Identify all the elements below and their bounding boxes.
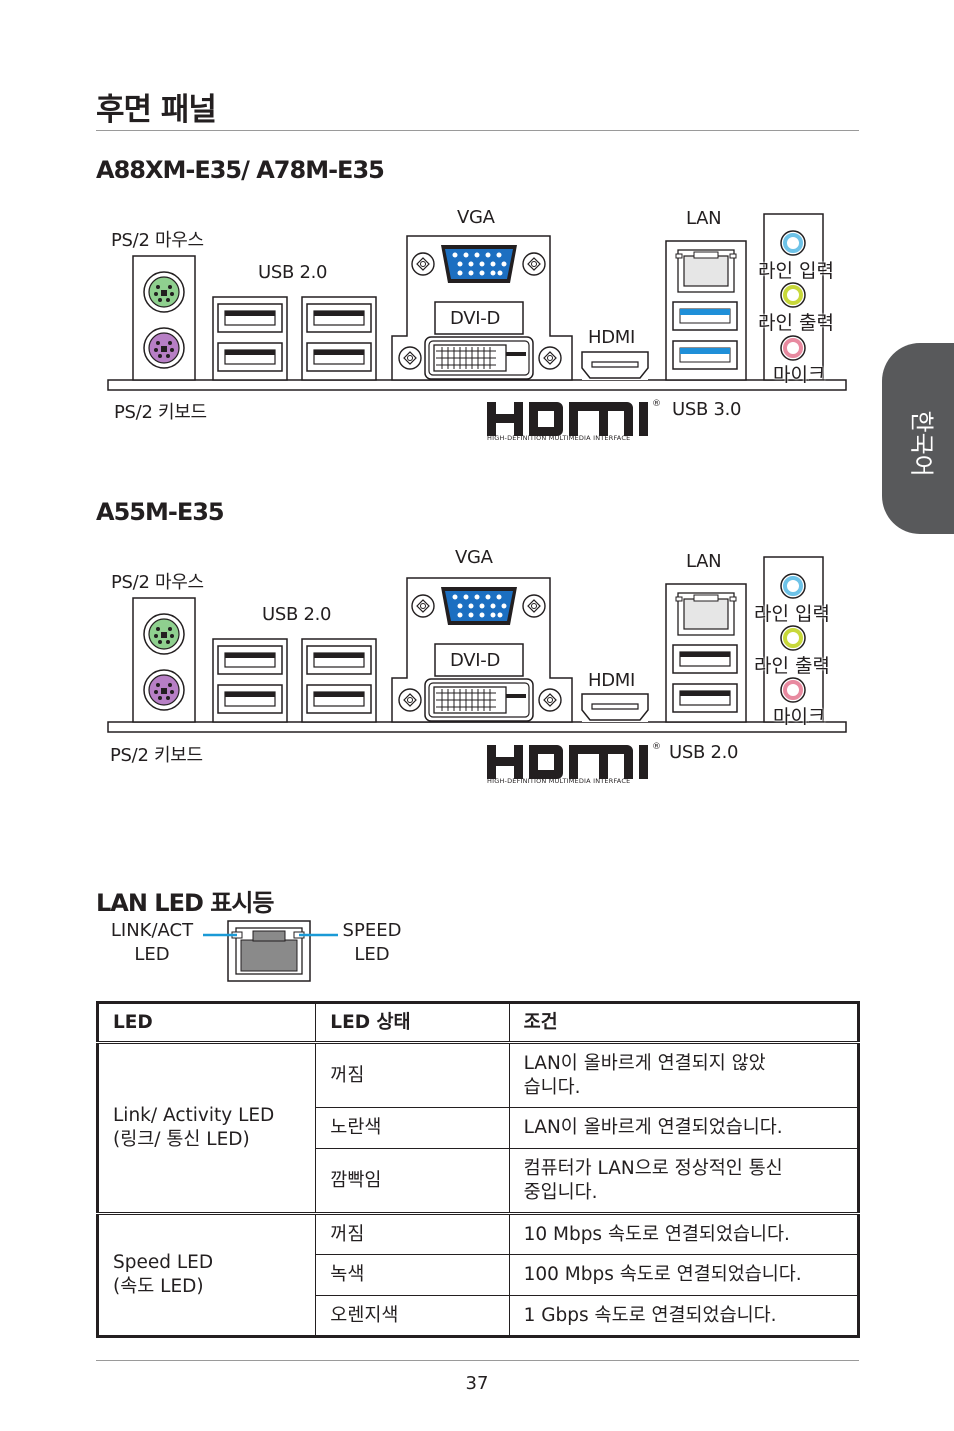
speed-led-cell: Speed LED (속도 LED) [96,1212,317,1337]
condition-cell: LAN이 올바르게 연결되지 않았 습니다. [508,1042,860,1108]
condition-line: 컴퓨터가 LAN으로 정상적인 통신 [523,1157,783,1179]
condition-cell: 10 Mbps 속도로 연결되었습니다. [508,1212,860,1255]
condition-line: 중입니다. [523,1181,598,1203]
lan-led-diagram [203,920,338,982]
table-row: Link/ Activity LED (링크/ 통신 LED) 꺼짐 LAN이 … [96,1042,860,1214]
hdmi-logo [487,402,648,436]
lan-led-table: LED LED 상태 조건 Link/ Activity LED (링크/ 통신… [96,1001,860,1338]
speed-led-name-ko: (속도 LED) [113,1276,204,1297]
language-side-tab[interactable]: 한국어 [882,343,954,534]
condition-cell: LAN이 올바르게 연결되었습니다. [508,1107,860,1149]
label-ps2-keyboard: PS/2 키보드 [114,402,207,423]
section-title-a88xm: A88XM-E35/ A78M-E35 [96,156,385,184]
speed-led-label: SPEED LED [336,919,408,967]
speed-label-line1: SPEED [342,920,402,941]
label-vga: VGA [455,547,493,568]
section-title-a55m: A55M-E35 [96,498,225,526]
label-hdmi: HDMI [588,670,636,691]
speed-label-line2: LED [354,944,390,965]
link-activity-led-cell: Link/ Activity LED (링크/ 통신 LED) [96,1042,317,1214]
label-usb-bottom: USB 2.0 [669,742,739,763]
header-condition: 조건 [508,1002,860,1044]
page-number: 37 [465,1373,489,1394]
label-line-out: 라인 출력 [758,312,834,334]
speed-led-name: Speed LED [113,1252,214,1273]
hdmi-tagline-2: HIGH-DEFINITION MULTIMEDIA INTERFACE [487,777,631,785]
label-line-in: 라인 입력 [758,260,834,282]
link-act-label-line2: LED [134,944,170,965]
condition-cell: 1 Gbps 속도로 연결되었습니다. [508,1295,860,1337]
table-row: 녹색 100 Mbps 속도로 연결되었습니다. [98,1254,860,1296]
label-ps2-mouse: PS/2 마우스 [111,572,204,593]
label-ps2-mouse: PS/2 마우스 [111,230,204,251]
condition-line: LAN이 올바르게 연결되지 않았 [523,1052,766,1074]
link-act-label-line1: LINK/ACT [110,920,194,941]
label-line-out: 라인 출력 [754,655,830,677]
table-row: 오렌지색 1 Gbps 속도로 연결되었습니다. [98,1295,860,1337]
ps2-mouse-port-icon [143,271,185,313]
hdmi-tagline-1: HIGH-DEFINITION MULTIMEDIA INTERFACE [487,434,631,442]
table-row: 깜빡임 컴퓨터가 LAN으로 정상적인 통신 중입니다. [98,1148,860,1214]
hdmi-reg-2: ® [652,742,661,752]
title-rule [96,130,859,131]
label-usb-bottom: USB 3.0 [672,399,742,420]
state-cell: 오렌지색 [315,1295,510,1337]
link-activity-led-name-ko: (링크/ 통신 LED) [113,1129,250,1150]
condition-cell: 100 Mbps 속도로 연결되었습니다. [508,1254,860,1296]
state-cell: 꺼짐 [315,1212,510,1255]
panel-a88xm [107,213,847,436]
state-cell: 깜빡임 [315,1148,510,1214]
table-row: Speed LED (속도 LED) 꺼짐 10 Mbps 속도로 연결되었습니… [96,1212,860,1337]
label-usb20: USB 2.0 [258,262,328,283]
header-led-state: LED 상태 [315,1002,510,1044]
label-vga: VGA [457,207,495,228]
label-dvid: DVI-D [450,650,501,671]
header-led: LED [96,1002,317,1044]
condition-line: 습니다. [523,1076,581,1098]
link-activity-led-name: Link/ Activity LED [113,1105,275,1126]
page-title: 후면 패널 [96,92,217,128]
ps2-keyboard-port-icon [143,327,185,369]
panel-a55m [107,556,847,779]
label-lan: LAN [686,208,722,229]
label-hdmi: HDMI [588,327,636,348]
footer-rule [96,1360,859,1361]
label-usb20: USB 2.0 [262,604,332,625]
label-mic: 마이크 [773,364,826,386]
hdmi-reg-1: ® [652,399,661,409]
section-title-lan-led: LAN LED 표시등 [96,889,275,917]
label-ps2-keyboard: PS/2 키보드 [110,745,203,766]
label-mic: 마이크 [773,706,826,728]
state-cell: 노란색 [315,1107,510,1149]
label-lan: LAN [686,551,722,572]
state-cell: 녹색 [315,1254,510,1296]
label-dvid: DVI-D [450,308,501,329]
label-line-in: 라인 입력 [754,603,830,625]
table-header-row: LED LED 상태 조건 [96,1002,860,1044]
link-act-led-label: LINK/ACT LED [100,919,204,967]
state-cell: 꺼짐 [315,1042,510,1108]
condition-cell: 컴퓨터가 LAN으로 정상적인 통신 중입니다. [508,1148,860,1214]
